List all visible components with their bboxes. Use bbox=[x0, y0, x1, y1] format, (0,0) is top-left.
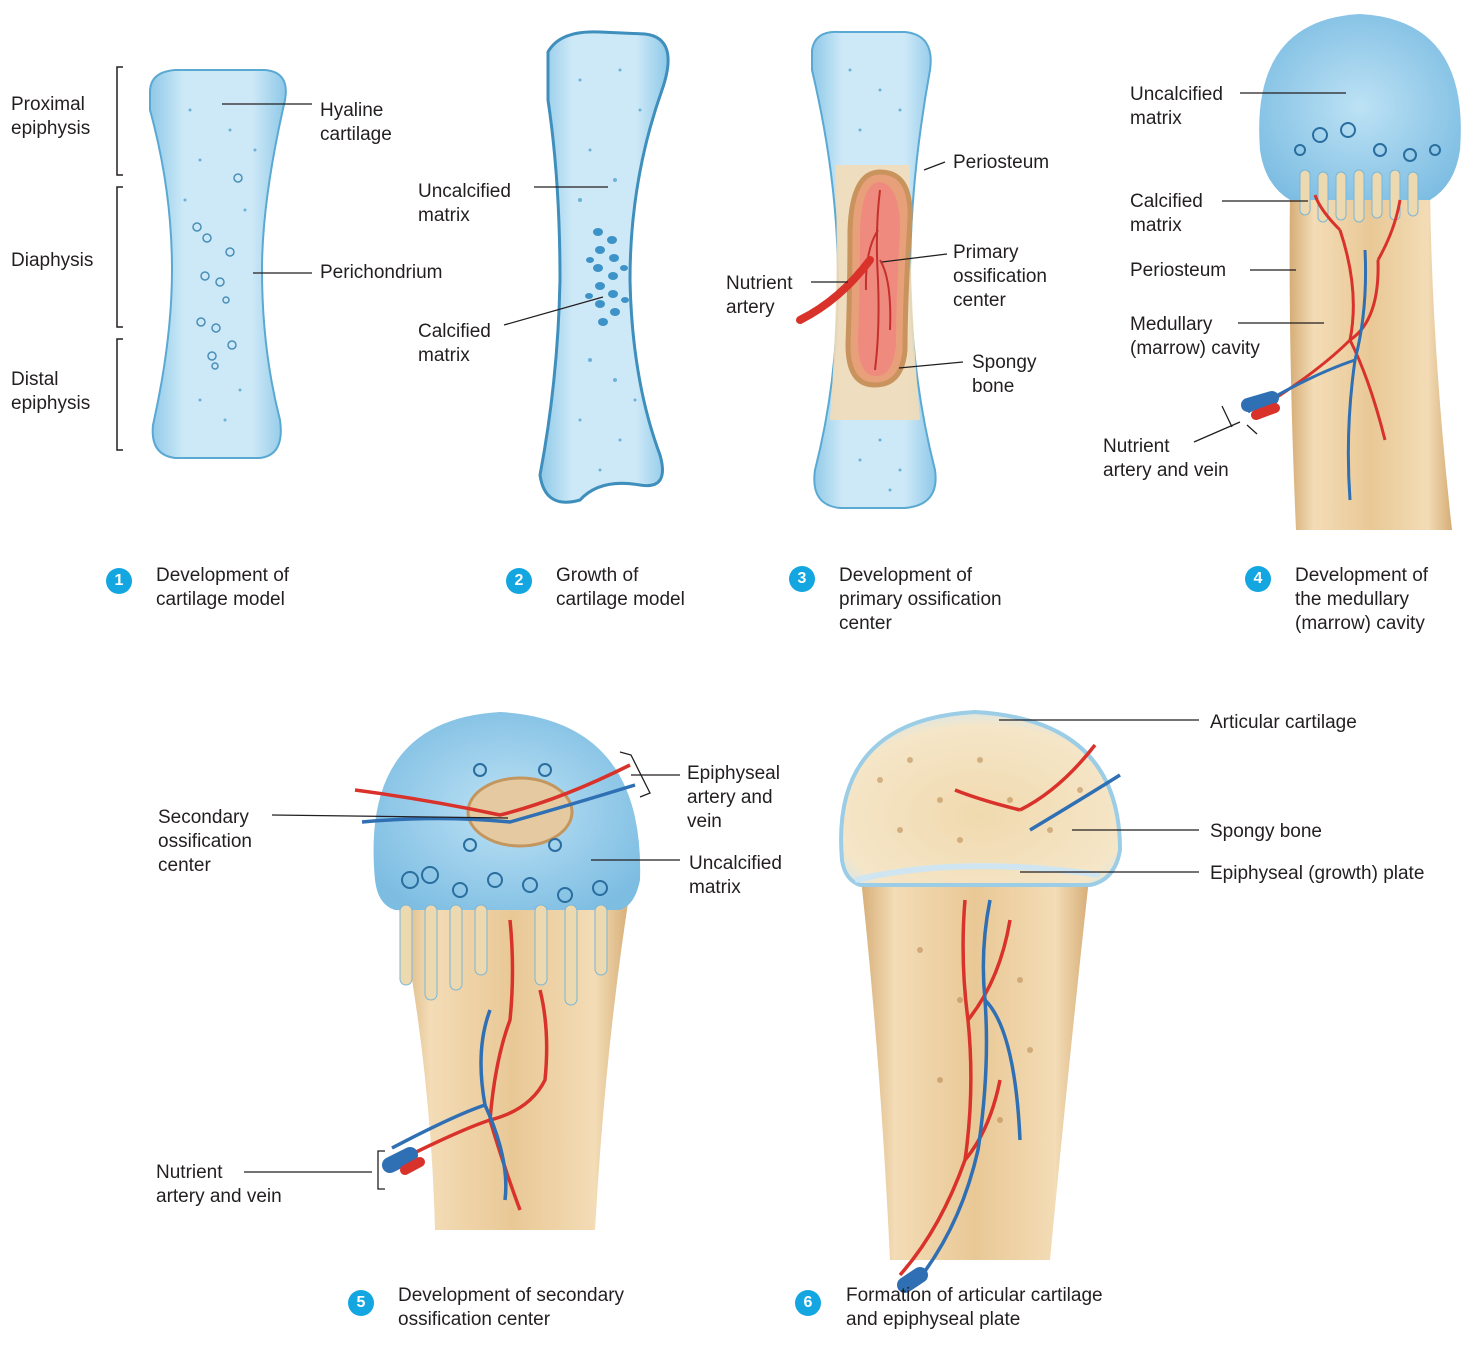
nutrient-vessel-end-4 bbox=[1248, 398, 1272, 405]
label-uncalcified-matrix-4: Uncalcified matrix bbox=[1130, 83, 1223, 131]
label-epiphyseal-artery-vein: Epiphyseal artery and vein bbox=[687, 762, 780, 834]
step-badge-2: 2 bbox=[506, 568, 532, 594]
label-nutrient-artery-vein-5: Nutrient artery and vein bbox=[156, 1161, 282, 1209]
label-spongy-bone-3: Spongy bone bbox=[972, 351, 1036, 399]
calcified-columns-4 bbox=[1300, 170, 1418, 222]
caption-step-2: Growth of cartilage model bbox=[556, 564, 685, 612]
cartilage-model-1 bbox=[150, 70, 286, 458]
label-secondary-ossification-center: Secondary ossification center bbox=[158, 806, 252, 878]
panel-2-cartilage-growth bbox=[504, 32, 668, 502]
panel-4-medullary-cavity bbox=[1194, 14, 1461, 530]
step-badge-4: 4 bbox=[1245, 566, 1271, 592]
region-brackets bbox=[117, 67, 123, 450]
caption-step-5: Development of secondary ossification ce… bbox=[398, 1284, 624, 1332]
label-diaphysis: Diaphysis bbox=[11, 249, 93, 273]
label-nutrient-artery-3: Nutrient artery bbox=[726, 272, 793, 320]
caption-step-3: Development of primary ossification cent… bbox=[839, 564, 1002, 636]
panel-5-secondary-ossification bbox=[244, 712, 680, 1230]
label-perichondrium: Perichondrium bbox=[320, 261, 443, 285]
label-nutrient-artery-vein-4: Nutrient artery and vein bbox=[1103, 435, 1229, 483]
label-primary-ossification-center: Primary ossification center bbox=[953, 241, 1047, 313]
label-uncalcified-matrix-2: Uncalcified matrix bbox=[418, 180, 511, 228]
caption-step-1: Development of cartilage model bbox=[156, 564, 289, 612]
label-periosteum-3: Periosteum bbox=[953, 151, 1049, 175]
step-badge-5: 5 bbox=[348, 1290, 374, 1316]
label-calcified-matrix-4: Calcified matrix bbox=[1130, 190, 1203, 238]
label-medullary-cavity: Medullary (marrow) cavity bbox=[1130, 313, 1260, 361]
label-articular-cartilage: Articular cartilage bbox=[1210, 711, 1357, 735]
step-badge-3: 3 bbox=[789, 566, 815, 592]
cartilage-model-2 bbox=[540, 32, 668, 502]
label-calcified-matrix-2: Calcified matrix bbox=[418, 320, 491, 368]
label-periosteum-4: Periosteum bbox=[1130, 259, 1226, 283]
step-badge-6: 6 bbox=[795, 1290, 821, 1316]
label-uncalcified-matrix-5: Uncalcified matrix bbox=[689, 852, 782, 900]
bone-shaft-4 bbox=[1290, 190, 1452, 530]
label-epiphyseal-plate: Epiphyseal (growth) plate bbox=[1210, 862, 1424, 886]
panel-3-primary-ossification bbox=[800, 32, 963, 508]
label-distal-epiphysis: Distal epiphysis bbox=[11, 368, 90, 416]
caption-step-6: Formation of articular cartilage and epi… bbox=[846, 1284, 1103, 1332]
caption-step-4: Development of the medullary (marrow) ca… bbox=[1295, 564, 1428, 636]
panel-6-articular-cartilage bbox=[841, 712, 1199, 1288]
label-spongy-bone-6: Spongy bone bbox=[1210, 820, 1322, 844]
step-badge-1: 1 bbox=[106, 568, 132, 594]
label-hyaline-cartilage: Hyaline cartilage bbox=[320, 99, 392, 147]
bone-shaft-6 bbox=[860, 870, 1090, 1260]
label-proximal-epiphysis: Proximal epiphysis bbox=[11, 93, 90, 141]
panel-1-cartilage-model bbox=[117, 67, 312, 458]
